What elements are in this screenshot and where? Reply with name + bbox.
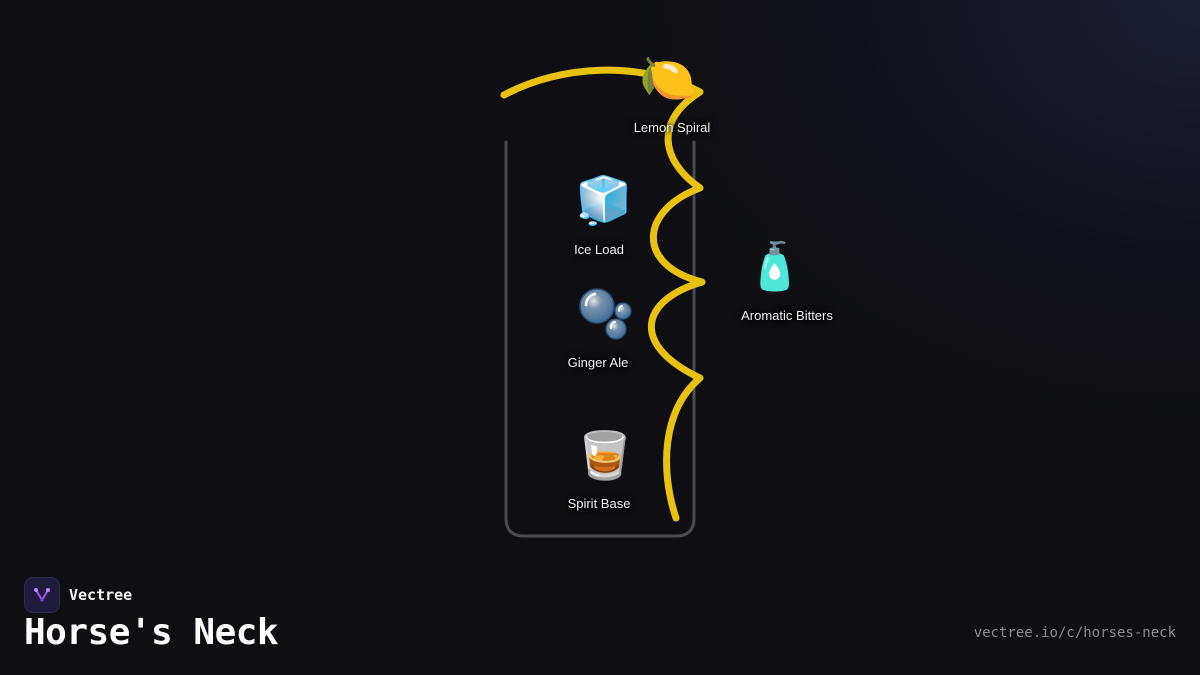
tumbler-glass-icon: 🥃 (576, 428, 634, 482)
vectree-logo-icon (24, 577, 60, 613)
brand-name: Vectree (69, 586, 133, 604)
highball-glass-outline (504, 140, 696, 538)
ice-cube-icon: 🧊 (575, 173, 633, 227)
drink-title: Horse's Neck (24, 612, 279, 653)
bitters-bottle-icon: 🧴 (746, 239, 804, 293)
lemon-spiral-label: Lemon Spiral (633, 120, 711, 135)
ice-load-label: Ice Load (574, 242, 624, 257)
lemon-icon: 🍋 (639, 51, 697, 105)
drink-url[interactable]: vectree.io/c/horses-neck (973, 625, 1176, 641)
aromatic-bitters-label: Aromatic Bitters (741, 308, 833, 323)
spirit-base-label: Spirit Base (567, 496, 631, 511)
lemon-spiral-peel (500, 66, 706, 522)
ginger-ale-label: Ginger Ale (567, 355, 629, 370)
bubbles-icon (579, 288, 632, 340)
brand: Vectree (24, 577, 132, 613)
